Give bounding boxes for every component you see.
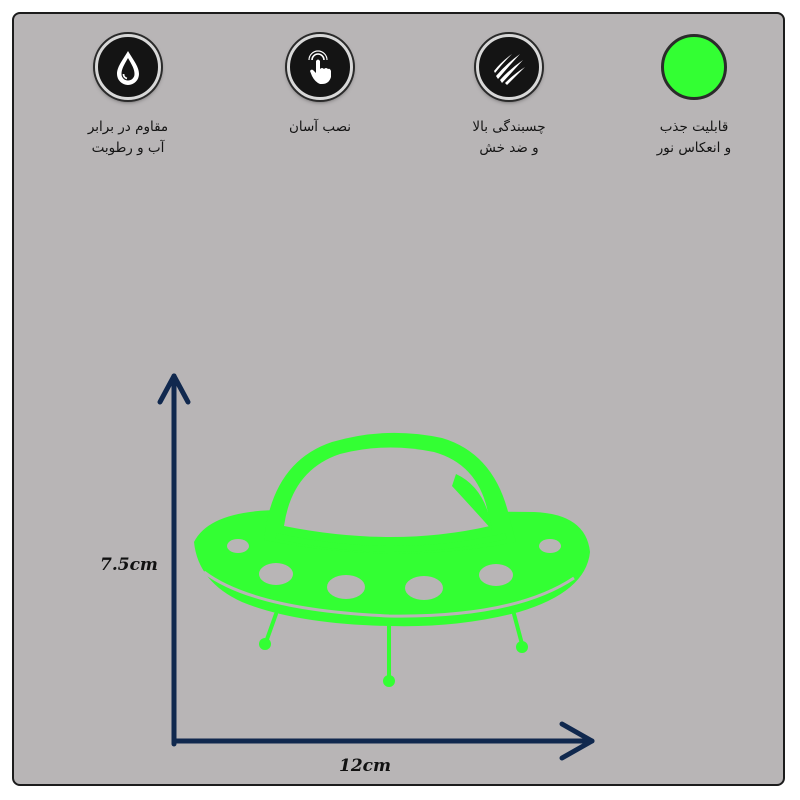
dimension-arrows <box>157 373 595 761</box>
claw-scratch-icon <box>476 34 542 100</box>
ufo-sticker <box>194 432 590 687</box>
height-label: 7.5cm <box>100 555 158 575</box>
ufo-leg-foot <box>259 638 271 650</box>
tap-hand-icon <box>287 34 353 100</box>
caption-line: قابلیت جذب <box>659 119 729 135</box>
porthole <box>479 564 513 586</box>
height-arrowhead <box>157 373 191 405</box>
feature-glow: قابلیت جذب و انعکاس نور <box>619 34 769 159</box>
feature-easy-install: نصب آسان <box>245 34 395 138</box>
ufo-dome-highlight <box>452 474 492 530</box>
feature-caption: مقاوم در برابر آب و رطوبت <box>53 117 203 159</box>
ufo-dome-rim <box>275 533 507 552</box>
ufo-leg <box>264 612 278 644</box>
feature-anti-scratch: چسبندگی بالا و ضد خش <box>434 34 584 159</box>
glow-circle-icon <box>661 34 727 100</box>
feature-caption: نصب آسان <box>245 117 395 138</box>
feature-water-resistant: مقاوم در برابر آب و رطوبت <box>53 34 203 159</box>
porthole <box>259 563 293 585</box>
caption-line: و انعکاس نور <box>656 140 732 156</box>
ufo-groove <box>203 570 575 618</box>
ufo-leg-foot <box>516 641 528 653</box>
ufo-dome-window <box>284 447 490 537</box>
porthole <box>539 539 561 553</box>
feature-caption: چسبندگی بالا و ضد خش <box>434 117 584 159</box>
caption-line: چسبندگی بالا <box>472 119 546 135</box>
ufo-portholes <box>227 539 561 600</box>
caption-line: و ضد خش <box>479 140 539 156</box>
porthole <box>327 575 365 599</box>
width-arrowhead <box>559 721 595 761</box>
ufo-legs <box>259 612 528 687</box>
caption-line: مقاوم در برابر <box>87 119 169 135</box>
feature-caption: قابلیت جذب و انعکاس نور <box>619 117 769 159</box>
caption-line: آب و رطوبت <box>91 140 165 156</box>
ufo-leg-foot <box>383 675 395 687</box>
ufo-leg <box>512 612 524 646</box>
caption-line: نصب آسان <box>288 119 352 135</box>
porthole <box>227 539 249 553</box>
porthole <box>405 576 443 600</box>
product-card: مقاوم در برابر آب و رطوبت نصب آسان <box>12 12 785 786</box>
water-drop-icon <box>95 34 161 100</box>
sticker-diagram: 7.5cm 12cm <box>100 373 595 776</box>
width-label: 12cm <box>339 756 391 776</box>
